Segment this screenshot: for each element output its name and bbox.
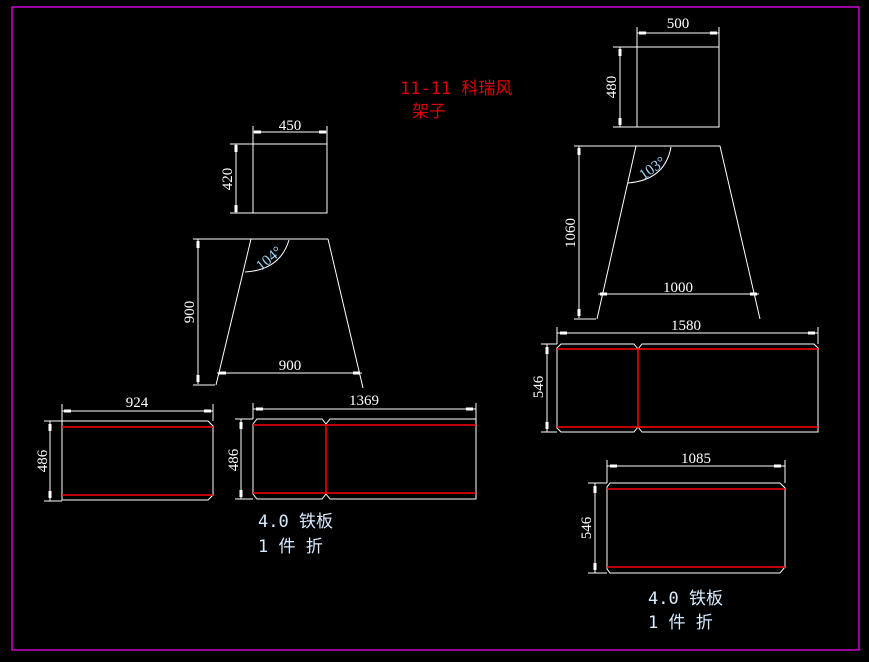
dim-left-panel-a-width: 924	[126, 395, 149, 411]
left-note: 4.0 铁板 1 件 折	[258, 512, 333, 557]
dim-right-trapezoid-bottom: 1000	[663, 280, 693, 296]
dim-left-trapezoid-height: 900	[182, 301, 198, 324]
dim-right-box-height: 480	[604, 76, 620, 99]
left-panel-a: 924 486	[35, 395, 214, 502]
drawing-frame	[11, 6, 860, 651]
right-note-material: 4.0 铁板	[648, 589, 723, 609]
dim-left-trapezoid-bottom: 900	[279, 358, 302, 374]
title-line-2: 架子	[412, 102, 446, 122]
dim-right-box-width: 500	[667, 16, 690, 32]
dim-right-panel-a-height: 546	[531, 375, 547, 398]
right-panel-b: 1085 546	[579, 451, 786, 574]
right-trapezoid: 1060 1000 103°	[563, 145, 761, 320]
right-note: 4.0 铁板 1 件 折	[648, 589, 723, 633]
right-panel-a: 1580 546	[531, 318, 819, 433]
dim-left-panel-b-height: 486	[226, 448, 242, 471]
right-note-qty: 1 件 折	[648, 613, 713, 633]
left-top-box: 450 420	[220, 118, 328, 214]
dim-right-panel-b-width: 1085	[681, 451, 711, 467]
dim-right-trapezoid-height: 1060	[563, 218, 579, 248]
left-note-material: 4.0 铁板	[258, 512, 333, 532]
dim-left-panel-b-width: 1369	[349, 393, 379, 409]
dim-right-panel-a-width: 1580	[671, 318, 701, 334]
dim-left-panel-a-height: 486	[35, 449, 51, 472]
left-trapezoid: 900 900 104°	[182, 238, 364, 389]
right-top-box: 500 480	[604, 16, 720, 128]
dim-right-panel-b-height: 546	[579, 516, 595, 539]
dim-left-box-height: 420	[220, 168, 236, 191]
left-note-qty: 1 件 折	[258, 537, 323, 557]
left-panel-b: 1369 486	[226, 393, 477, 500]
drawing-title: 11-11 科瑞风 架子	[400, 79, 512, 122]
title-line-1: 11-11 科瑞风	[400, 79, 512, 99]
dim-left-box-width: 450	[279, 118, 302, 134]
angle-right: 103°	[636, 154, 669, 183]
